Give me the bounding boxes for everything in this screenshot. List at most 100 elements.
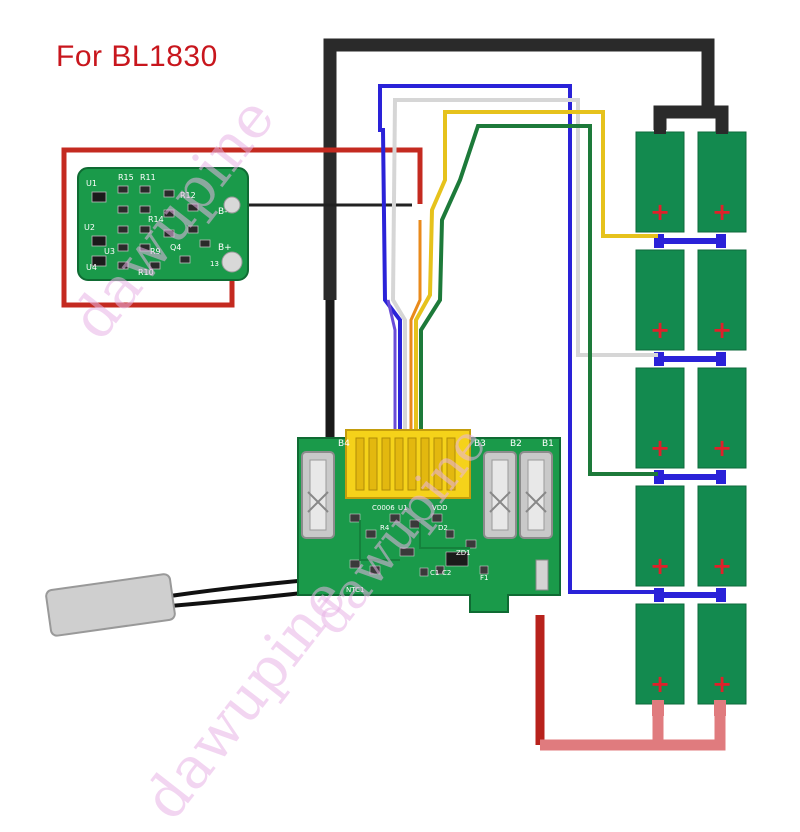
label-vdd: VDD: [432, 504, 448, 512]
link-tab: [654, 470, 664, 484]
red-frame-wire: [61, 147, 423, 308]
board-model-label: 1830-5S-V1: [370, 597, 422, 607]
cell-plus-mark: +: [650, 434, 670, 462]
label-13: 13: [210, 260, 219, 268]
smd-component: [139, 225, 151, 234]
label-u4: U4: [86, 263, 97, 272]
label-r4: R4: [380, 524, 390, 532]
label-f1: F1: [480, 574, 488, 582]
smd-component: [149, 261, 161, 270]
label-bplus: B+: [218, 243, 232, 253]
smd-component: [117, 261, 129, 270]
smd-component: [117, 225, 129, 234]
bplus-terminal: [535, 559, 549, 591]
battery-cell: +: [697, 249, 747, 351]
smd-component: [139, 185, 151, 194]
battery-cell: +: [635, 249, 685, 351]
bplus-pad: [221, 251, 243, 273]
bminus-pad: [223, 196, 241, 214]
cell-plus-mark: +: [712, 670, 732, 698]
label-zd1: ZD1: [456, 549, 471, 557]
wiring-diagram: ++++++++++ U1 R15 R11 U2 R14 R12 Q4 U3 R…: [45, 38, 747, 751]
black-main-wire: [323, 38, 729, 300]
yellow-wire: [414, 110, 658, 440]
smd-component: [419, 567, 429, 577]
orange-wire: [409, 220, 422, 440]
label-r11: R11: [140, 173, 156, 182]
link-tab: [716, 470, 726, 484]
cell-plus-mark: +: [712, 316, 732, 344]
smd-component: [349, 559, 361, 569]
cell-plus-mark: +: [650, 198, 670, 226]
connector-pin: [394, 437, 404, 491]
link-tab: [654, 234, 664, 248]
label-b3: B3: [474, 439, 486, 449]
smd-component: [369, 565, 381, 575]
link-tab: [716, 588, 726, 602]
battery-cell: +: [635, 485, 685, 587]
battery-cell: +: [635, 603, 685, 705]
connector-pin: [368, 437, 378, 491]
label-c2: C2: [442, 569, 451, 577]
link-tab: [654, 352, 664, 366]
connector-pin: [420, 437, 430, 491]
label-u1: U1: [86, 179, 97, 188]
smd-component: [435, 565, 445, 575]
smd-component: [163, 229, 175, 238]
smd-component: [139, 205, 151, 214]
smd-component: [117, 185, 129, 194]
label-r15: R15: [118, 173, 134, 182]
battery-cell: +: [697, 485, 747, 587]
smd-component: [399, 547, 415, 557]
smd-component: [349, 513, 361, 523]
smd-component: [187, 225, 199, 234]
label-c0006: C0006: [372, 504, 395, 512]
battery-cell: +: [697, 603, 747, 705]
label-b4: B4: [338, 439, 350, 449]
ntc-thermistor: [45, 573, 331, 637]
pcb-trace: [359, 520, 470, 561]
battery-cell-stack: ++++++++++: [635, 112, 747, 716]
main-pcb: B4 B3 B2 B1 C0006 U1 VDD R4 D2 NTC1 ZD1 …: [297, 429, 561, 613]
smd-component: [179, 255, 191, 264]
cell-plus-mark: +: [650, 670, 670, 698]
label-q4: Q4: [170, 243, 181, 252]
label-u2: U2: [84, 223, 95, 232]
metal-terminal: [483, 451, 517, 539]
blue-wire: [378, 84, 658, 594]
smd-component: [409, 519, 421, 529]
cell-plus-mark: +: [712, 434, 732, 462]
battery-cell: +: [635, 367, 685, 469]
smd-component: [163, 189, 175, 198]
smd-component: [117, 243, 129, 252]
connector-pin: [355, 437, 365, 491]
smd-component: [389, 513, 401, 523]
smd-component: [431, 513, 443, 523]
smd-component: [187, 203, 199, 212]
label-bminus: B-: [218, 207, 227, 217]
metal-terminal: [519, 451, 553, 539]
white-wire: [390, 98, 658, 440]
violet-wire: [386, 299, 397, 440]
smd-component: [139, 243, 151, 252]
label-d2: D2: [438, 524, 448, 532]
link-tab: [654, 588, 664, 602]
connector-pin: [381, 437, 391, 491]
battery-cell: +: [697, 131, 747, 233]
metal-terminal: [301, 451, 335, 539]
label-r9: R9: [150, 247, 161, 256]
label-r12: R12: [180, 191, 196, 200]
label-c1: C1: [430, 569, 439, 577]
label-bplus-main: B+: [512, 599, 526, 609]
smd-component: [465, 539, 477, 549]
label-b2: B2: [510, 439, 522, 449]
label-ntc1: NTC1: [346, 586, 364, 594]
battery-cell: +: [635, 131, 685, 233]
link-tab: [716, 352, 726, 366]
smd-component: [91, 235, 107, 247]
smd-component: [163, 209, 175, 218]
smd-component: [91, 191, 107, 203]
cell-plus-mark: +: [650, 552, 670, 580]
smd-component: [445, 551, 469, 567]
green-wire: [419, 124, 658, 476]
